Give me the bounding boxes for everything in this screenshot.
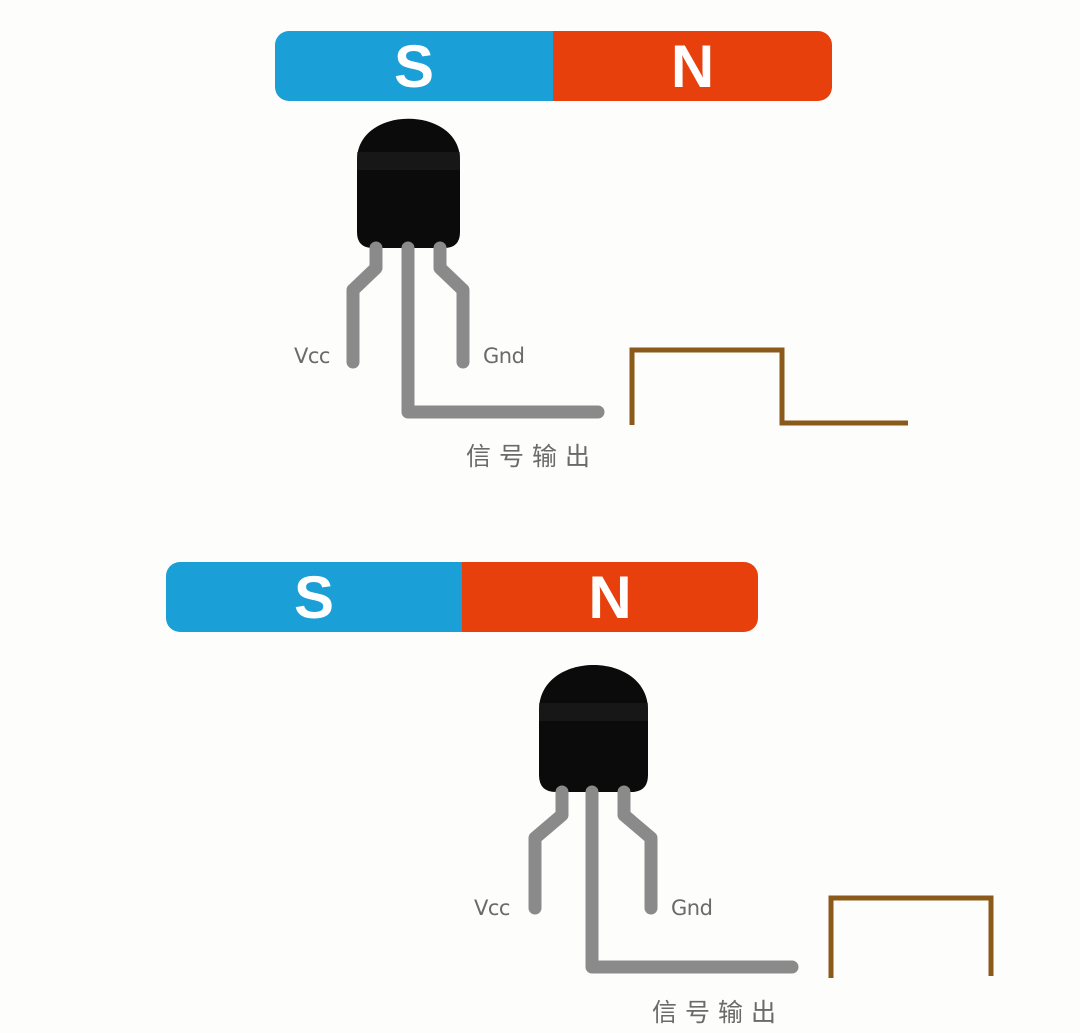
gnd-pin-label: Gnd <box>483 344 525 368</box>
south-pole-label: S <box>393 32 435 100</box>
gnd-pin-label: Gnd <box>671 896 713 920</box>
signal-output-label: 信号输出 <box>652 998 785 1027</box>
south-pole-label: S <box>293 563 335 631</box>
gnd-lead <box>617 785 658 915</box>
north-pole: N <box>553 31 832 101</box>
north-pole: N <box>462 562 758 632</box>
north-pole-label: N <box>588 563 632 631</box>
vcc-lead <box>528 785 569 915</box>
signal-output-label: 信号输出 <box>466 442 599 471</box>
hall-sensor-diagram-bottom: S N Vcc Gnd 信号输出 <box>0 515 1080 1033</box>
bar-magnet: S N <box>275 31 832 101</box>
vcc-pin-label: Vcc <box>474 896 510 920</box>
south-pole: S <box>166 562 462 632</box>
vcc-pin-label: Vcc <box>294 344 330 368</box>
north-pole-label: N <box>670 32 715 100</box>
hall-sensor-schematic <box>528 665 994 978</box>
output-lead <box>585 785 799 974</box>
output-waveform <box>828 895 994 978</box>
south-pole: S <box>275 31 553 101</box>
hall-sensor-schematic <box>346 118 908 426</box>
hall-sensor-body <box>357 118 460 248</box>
vcc-lead <box>346 241 383 369</box>
output-lead <box>401 241 605 419</box>
hall-sensor-diagram-top: S N Vcc Gnd 信号输出 <box>0 0 1080 515</box>
gnd-lead <box>433 241 470 369</box>
bar-magnet: S N <box>166 562 758 632</box>
output-waveform <box>629 347 908 426</box>
hall-sensor-body <box>539 665 648 792</box>
